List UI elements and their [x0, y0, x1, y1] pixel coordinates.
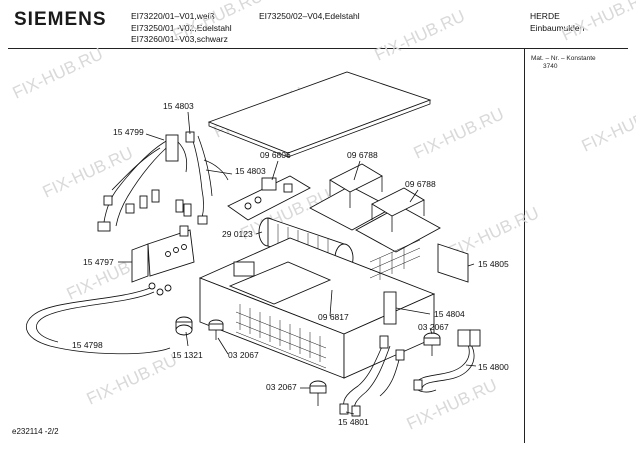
watermark: FIX-HUB.RU — [372, 6, 468, 64]
material-constant-label: Mat. – Nr. – Konstante — [531, 55, 596, 62]
brand-logo: SIEMENS — [14, 9, 107, 30]
bracket-4805 — [437, 243, 469, 283]
switch-1321 — [175, 316, 193, 336]
cable-harness-4799 — [97, 134, 188, 232]
housing-box — [198, 237, 436, 379]
part-labels: 15 4803 15 4799 15 4803 09 6806 09 6788 … — [72, 101, 509, 427]
model-list: EI73220/01–V01,weiß EI73250/01–V02,Edels… — [131, 11, 232, 46]
model-line-1: EI73220/01–V01,weiß — [131, 11, 215, 21]
control-board-6806 — [227, 175, 311, 221]
part-label: 15 4801 — [338, 417, 369, 427]
part-label: 09 6788 — [347, 150, 378, 160]
power-board-6788-b — [355, 187, 441, 253]
material-constant-value: 3740 — [543, 63, 558, 70]
part-label: 15 1321 — [172, 350, 203, 360]
part-label: 09 6788 — [405, 179, 436, 189]
part-label: 15 4804 — [434, 309, 465, 319]
document-id: e232114 -2/2 — [12, 427, 59, 436]
category-title: HERDE — [530, 11, 560, 21]
watermark: FIX-HUB.RU — [559, 0, 636, 45]
connector-bracket-4797 — [131, 225, 195, 283]
part-label: 03 2067 — [266, 382, 297, 392]
part-label: 03 2067 — [228, 350, 259, 360]
wire-harness-4800 — [413, 329, 481, 393]
part-label: 15 4798 — [72, 340, 103, 350]
cable-4798 — [25, 282, 172, 355]
foot-2067-left — [208, 319, 224, 340]
model-line-3: EI73260/01–V03,schwarz — [131, 34, 228, 44]
part-label: 03 2067 — [418, 322, 449, 332]
model-extra: EI73250/02–V04,Edelstahl — [259, 11, 360, 21]
watermark: FIX-HUB.RU — [10, 44, 106, 102]
watermark: FIX-HUB.RU — [411, 104, 507, 162]
part-label: 15 4799 — [113, 127, 144, 137]
watermark: FIX-HUB.RU — [579, 97, 636, 155]
part-label: 29 0123 — [222, 229, 253, 239]
watermark: FIX-HUB.RU — [84, 350, 180, 408]
leader-lines — [118, 111, 477, 415]
part-label: 15 4803 — [235, 166, 266, 176]
part-label: 15 4800 — [478, 362, 509, 372]
wire-harness-4801 — [339, 335, 405, 417]
header-divider — [8, 48, 628, 49]
cover-plate — [207, 71, 432, 158]
category-block: HERDE Einbaumulden — [530, 11, 584, 34]
part-label: 15 4797 — [83, 257, 114, 267]
material-constant: Mat. – Nr. – Konstante 3740 — [531, 55, 596, 71]
foot-2067-bottom — [309, 380, 327, 406]
foot-2067-right — [423, 332, 441, 356]
cable-harness-4803 — [175, 131, 229, 225]
side-divider — [524, 48, 525, 443]
model-line-2: EI73250/01–V02,Edelstahl — [131, 22, 232, 33]
watermark: FIX-HUB.RU — [40, 143, 136, 201]
watermark: FIX-HUB.RU — [170, 0, 266, 45]
part-label: 09 6806 — [260, 150, 291, 160]
category-subtitle: Einbaumulden — [530, 22, 585, 33]
part-label: 09 6817 — [318, 312, 349, 322]
part-label: 15 4805 — [478, 259, 509, 269]
part-label: 15 4803 — [163, 101, 194, 111]
